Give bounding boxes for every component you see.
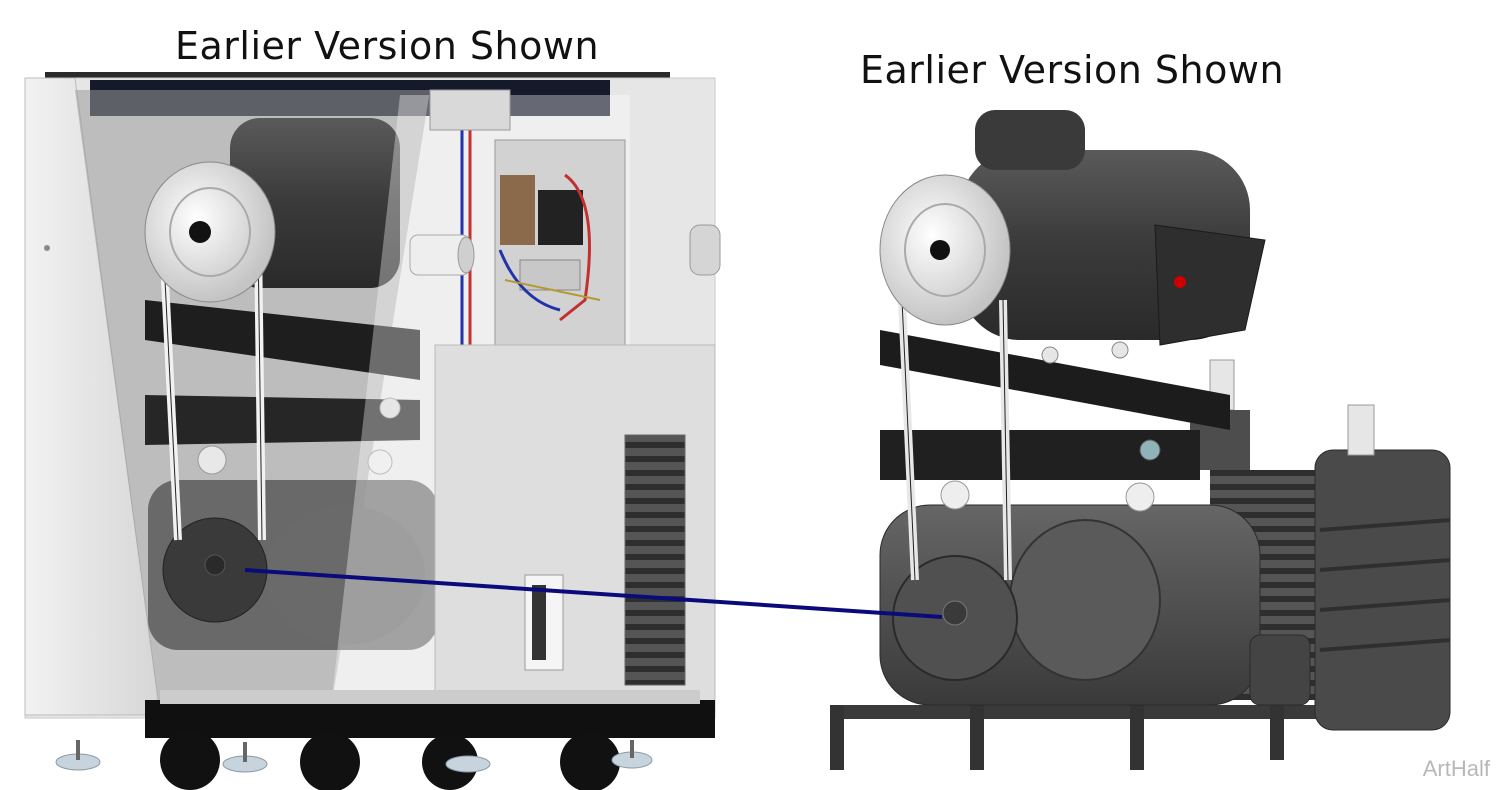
motor-mount-bracket <box>880 330 1230 430</box>
pulley-callout-line <box>244 568 943 619</box>
motor-red-indicator <box>1174 276 1186 288</box>
watermark: ArtHalf <box>1422 756 1490 781</box>
right-figure-caption: Earlier Version Shown <box>860 48 1285 92</box>
cabinet-illustration <box>24 72 721 790</box>
cabinet-lid <box>45 72 670 80</box>
motor-junction-box <box>1154 224 1266 346</box>
left-figure-caption: Earlier Version Shown <box>175 24 600 68</box>
motor-pump-illustration <box>830 110 1451 770</box>
cabinet-vent <box>624 434 686 686</box>
cabinet-base <box>145 700 715 738</box>
pump-reservoir <box>1314 449 1451 731</box>
